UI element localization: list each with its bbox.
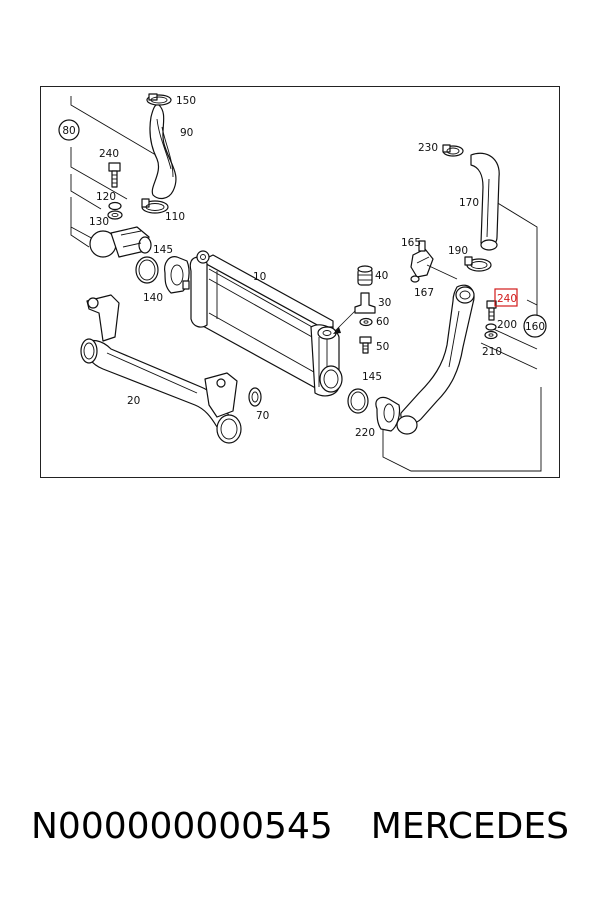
callout-130: 130 <box>89 216 109 228</box>
adapter-220 <box>375 396 401 432</box>
washer-60 <box>359 317 373 327</box>
parts-diagram-frame: 80 150 90 240 120 130 110 145 140 10 40 … <box>40 86 560 478</box>
callout-160: 160 <box>525 321 545 333</box>
callout-240-left: 240 <box>99 148 119 160</box>
callout-circle-160 <box>523 314 547 338</box>
bracket-lines-right <box>382 201 542 472</box>
callout-40: 40 <box>375 270 388 282</box>
bushing-30 <box>354 292 376 314</box>
nut-200 <box>485 323 497 331</box>
charge-pipe-220 <box>396 284 475 435</box>
washer-70 <box>248 387 262 407</box>
clamp-110 <box>141 198 169 214</box>
adapter-140 <box>164 256 190 294</box>
part-caption: N000000000545 MERCEDES <box>0 806 600 847</box>
callout-circle-80 <box>58 119 80 141</box>
callout-145-right: 145 <box>362 371 382 383</box>
washer-210 <box>484 330 498 340</box>
leader-165 <box>426 264 458 280</box>
callout-140: 140 <box>143 292 163 304</box>
clamp-230 <box>442 144 464 157</box>
part-number: N000000000545 <box>30 806 333 847</box>
charge-pipe-20 <box>80 294 242 444</box>
upper-hose-90 <box>149 104 177 200</box>
seal-167 <box>410 275 420 283</box>
callout-60: 60 <box>376 316 389 328</box>
callout-190: 190 <box>448 245 468 257</box>
bracket-lines-left <box>67 96 167 248</box>
callout-220: 220 <box>355 427 375 439</box>
rubber-mount-40 <box>357 265 373 286</box>
intercooler-exploded-diagram: 80 150 90 240 120 130 110 145 140 10 40 … <box>58 93 547 472</box>
seal-ring-145-right <box>347 388 369 414</box>
bolt-240-right <box>486 300 497 321</box>
callout-200: 200 <box>497 319 517 331</box>
brand-name: MERCEDES <box>370 806 569 847</box>
clamp-190 <box>464 256 492 272</box>
callout-10: 10 <box>253 271 266 283</box>
callout-210: 210 <box>482 346 502 358</box>
nut-120 <box>107 201 123 220</box>
bolt-240-left <box>108 162 121 188</box>
callout-240-highlighted: 240 <box>497 293 517 305</box>
sensor-housing-130 <box>89 226 152 258</box>
clamp-150 <box>146 93 172 106</box>
intercooler-10 <box>189 250 343 397</box>
seal-ring-145-left <box>135 256 159 284</box>
hose-170 <box>470 152 500 251</box>
callout-80: 80 <box>62 125 75 137</box>
bolt-50 <box>359 336 372 354</box>
callout-110: 110 <box>165 211 185 223</box>
callout-30: 30 <box>378 297 391 309</box>
callout-165: 165 <box>401 237 421 249</box>
arrow-head <box>333 327 341 334</box>
callout-170: 170 <box>459 197 479 209</box>
callout-120: 120 <box>96 191 116 203</box>
callout-150: 150 <box>176 95 196 107</box>
callout-167: 167 <box>414 287 434 299</box>
callout-20: 20 <box>127 395 140 407</box>
sensor-165 <box>410 240 434 278</box>
callout-70: 70 <box>256 410 269 422</box>
callout-50: 50 <box>376 341 389 353</box>
highlight-box-240 <box>494 288 518 307</box>
callout-90: 90 <box>180 127 193 139</box>
callout-230: 230 <box>418 142 438 154</box>
callout-145-left: 145 <box>153 244 173 256</box>
